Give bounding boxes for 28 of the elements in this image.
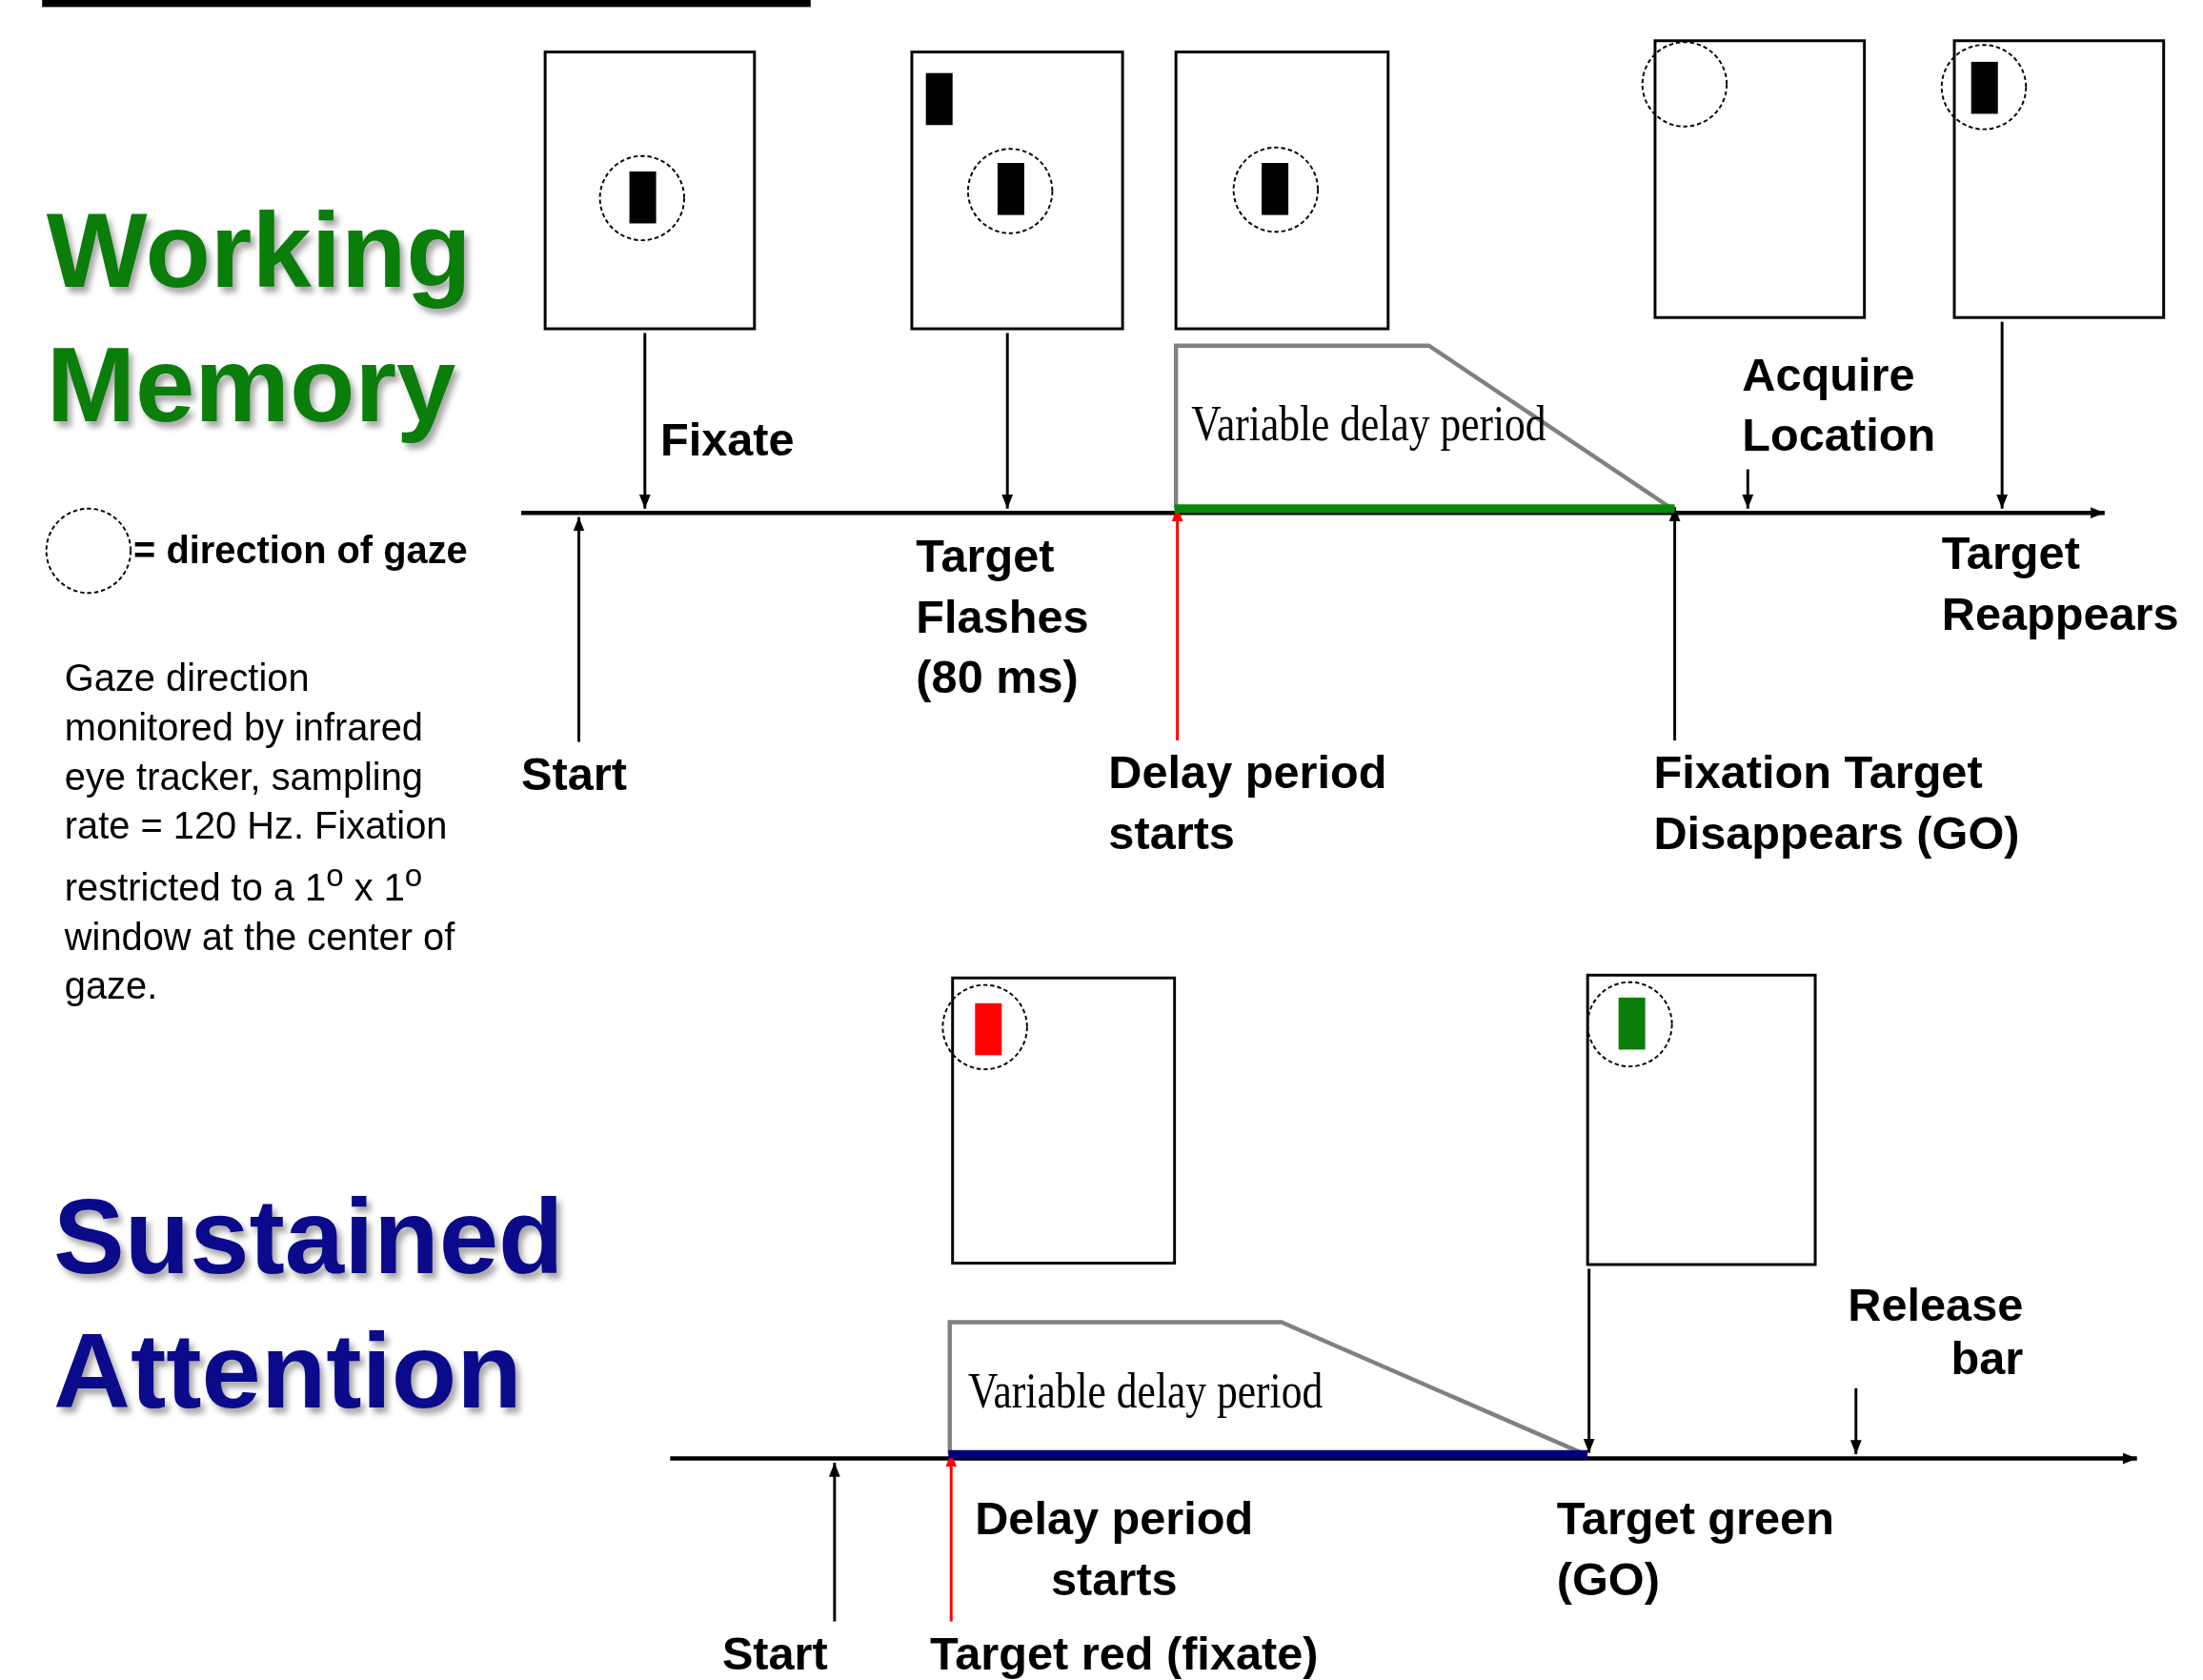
arrow — [1849, 1387, 1862, 1455]
delay-label: Variable delay period — [967, 1366, 1324, 1417]
event-label: Target red (fixate) — [930, 1624, 1380, 1680]
event-label: Target green (GO) — [1556, 1490, 1835, 1607]
event-label: Release bar — [1826, 1278, 2024, 1386]
event-label: Start — [721, 1624, 878, 1680]
screen-box — [1174, 51, 1390, 331]
arrow — [828, 1462, 840, 1622]
note-text: Gaze direction monitored by infrared eye tracker, sampling rate = 120 Hz. Fixation restricted to a 1$^{o}$ x 1$^{o}$ window at the center of gaze. — [64, 657, 456, 1010]
event-label: Fixation Target Disappears (GO) — [1653, 743, 2075, 864]
legend-text: = direction of gaze — [133, 529, 468, 574]
event-label: Start — [521, 744, 690, 805]
event-label: Delay period starts — [974, 1490, 1255, 1607]
arrow — [638, 333, 651, 509]
arrow — [1996, 321, 2009, 509]
event-label: Acquire Location — [1742, 345, 1982, 467]
screen-box — [910, 51, 1124, 331]
section-title: Working Memory — [46, 189, 473, 446]
arrow — [573, 516, 585, 742]
screen-box — [1586, 973, 1817, 1266]
event-label: Delay period starts — [1108, 743, 1446, 864]
section-title: Sustained Attention — [53, 1175, 565, 1432]
arrow — [1583, 1268, 1595, 1453]
delay-label: Variable delay period — [1191, 397, 1546, 449]
arrow — [1001, 333, 1014, 509]
arrow — [1742, 469, 1754, 509]
arrow — [1668, 507, 1681, 741]
screen-box — [543, 51, 757, 331]
